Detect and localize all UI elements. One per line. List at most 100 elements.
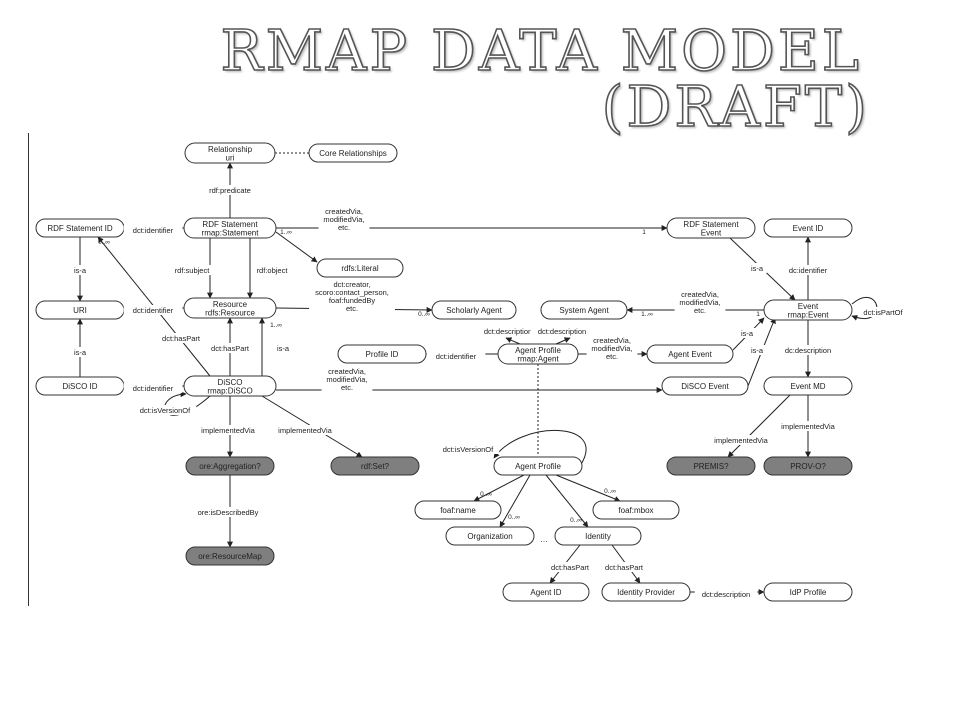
- multiplicity-m-stmt-event: 1: [642, 229, 646, 236]
- edge-label-dct-identifier-stmt: dct:identifier: [123, 225, 183, 235]
- edge-label-text: dct:description: [702, 590, 750, 599]
- edge-label-text: createdVia,: [681, 290, 719, 299]
- edge-label-text: modifiedVia,: [326, 375, 367, 384]
- edge-label-dct-has-part-mid: dct:hasPart: [206, 343, 254, 353]
- edge-label-text: implementedVia: [278, 426, 332, 435]
- node-label: Event: [701, 228, 722, 237]
- edge-label-text: ore:isDescribedBy: [198, 508, 259, 517]
- node-rdfs-literal: rdfs:Literal: [316, 258, 404, 278]
- edge-label-text: dct:identifier: [436, 352, 477, 361]
- edge-label-text: is-a: [277, 344, 290, 353]
- edge-label-bg: [70, 265, 90, 275]
- edge-label-text: dct:isVersionOf: [140, 406, 191, 415]
- multiplicity-m-stmt-id: 0..∞: [98, 239, 110, 246]
- edge-label-bg: [273, 343, 293, 353]
- edge-label-text: etc.: [341, 383, 353, 392]
- node-label: ore:Aggregation?: [199, 462, 261, 471]
- edge-label-text: implementedVia: [201, 426, 255, 435]
- edge-label-text: dct:isVersionOf: [443, 445, 494, 454]
- node-label: rdfs:Resource: [205, 308, 255, 317]
- edge-label-bg: [586, 335, 638, 361]
- edge: [555, 474, 621, 502]
- node-foaf-name: foaf:name: [414, 500, 502, 520]
- node-disco-id: DiSCO ID: [35, 376, 125, 396]
- multiplicity-m-stmt-created: 1..∞: [280, 229, 292, 236]
- node-label: Organization: [467, 532, 512, 541]
- node-event-md: Event MD: [763, 376, 853, 396]
- multiplicity-m-identity: 0..∞: [570, 517, 582, 524]
- edge-label-bg: [476, 326, 540, 336]
- node-identity: Identity: [554, 526, 642, 546]
- multiplicity-m-event-sys: 1: [756, 311, 760, 318]
- edge-label-bg: [321, 366, 373, 392]
- edge-label-text: rdf:subject: [175, 266, 211, 275]
- edge-label-created-via-disco: createdVia,modifiedVia,etc.: [321, 366, 373, 392]
- node-rdf-statement-id: RDF Statement ID: [35, 218, 125, 238]
- node-label: PREMIS?: [693, 462, 729, 471]
- edge-label-bg: [123, 225, 183, 235]
- edge-label-text: dct:hasPart: [605, 563, 644, 572]
- node-label: rmap:Event: [788, 310, 830, 319]
- node-label: Event ID: [793, 224, 824, 233]
- edge-label-bg: [206, 343, 254, 353]
- edge-label-dct-is-version-of-agent: dct:isVersionOf: [436, 444, 500, 454]
- node-label: uri: [226, 153, 235, 162]
- edge-label-dct-description-idp: dct:description: [694, 589, 758, 599]
- edge-label-text: dct:description: [538, 327, 586, 336]
- edge: [851, 297, 878, 321]
- edge-label-dc-identifier-event: dc:identifier: [780, 265, 836, 275]
- edge-label-bg: [318, 206, 370, 232]
- node-label: RDF Statement: [683, 220, 739, 229]
- node-label: foaf:name: [440, 506, 476, 515]
- node-prov-o: PROV-O?: [763, 456, 853, 476]
- node-identity-provider: Identity Provider: [601, 582, 691, 602]
- node-label: Core Relationships: [319, 149, 387, 158]
- node-label: System Agent: [559, 306, 609, 315]
- edge-label-text: implementedVia: [781, 422, 835, 431]
- title-line-2: (Draft): [601, 75, 870, 140]
- node-premis: PREMIS?: [666, 456, 756, 476]
- edge-label-text: dct:identifier: [133, 226, 174, 235]
- node-label: rmap:Agent: [517, 354, 559, 363]
- node-idp-profile: IdP Profile: [763, 582, 853, 602]
- edge-label-bg: [540, 534, 548, 544]
- node-ore-resourcemap: ore:ResourceMap: [185, 546, 275, 566]
- edge-label-bg: [157, 333, 205, 343]
- edge-label-created-via-sys: createdVia,modifiedVia,etc.: [674, 289, 726, 315]
- edge-label-dct-description-a: dct:description: [476, 326, 540, 336]
- node-system-agent: System Agent: [540, 300, 628, 320]
- node-organization: Organization: [445, 526, 535, 546]
- edge-label-text: dct:identifier: [133, 384, 174, 393]
- node-label: Agent Event: [668, 350, 712, 359]
- edge-label-rdf-predicate: rdf:predicate: [202, 185, 258, 195]
- node-label: rmap:DiSCO: [207, 386, 252, 395]
- edge-label-text: etc.: [346, 304, 358, 313]
- edge-label-text: modifiedVia,: [323, 215, 364, 224]
- edge-label-bg: [168, 265, 216, 275]
- edge-label-rdf-object: rdf:object: [250, 265, 294, 275]
- node-label: Profile ID: [366, 350, 399, 359]
- edge: [555, 337, 571, 345]
- edge-label-ellipsis: …: [540, 534, 548, 544]
- node-foaf-mbox: foaf:mbox: [592, 500, 680, 520]
- edge-label-dct-has-part-idp: dct:hasPart: [600, 562, 648, 572]
- edge-label-implemented-via-premis: implementedVia: [711, 435, 771, 445]
- edge-label-is-a-disco-uri: is-a: [70, 347, 90, 357]
- edge-label-text: createdVia,: [593, 336, 631, 345]
- edge: [275, 231, 318, 263]
- edge-label-is-a-uri: is-a: [70, 265, 90, 275]
- edge-label-text: is-a: [74, 266, 87, 275]
- edge-label-text: rdf:object: [257, 266, 289, 275]
- edge-label-text: etc.: [338, 223, 350, 232]
- node-label: rmap:Statement: [202, 228, 260, 237]
- edge-label-text: rdf:predicate: [209, 186, 251, 195]
- node-ore-aggregation: ore:Aggregation?: [185, 456, 275, 476]
- edge-label-bg: [530, 326, 594, 336]
- edge-label-bg: [192, 507, 264, 517]
- node-label: IdP Profile: [790, 588, 827, 597]
- edge-label-text: dct:hasPart: [211, 344, 250, 353]
- edge-label-text: dct:description: [484, 327, 532, 336]
- edge: [499, 474, 531, 528]
